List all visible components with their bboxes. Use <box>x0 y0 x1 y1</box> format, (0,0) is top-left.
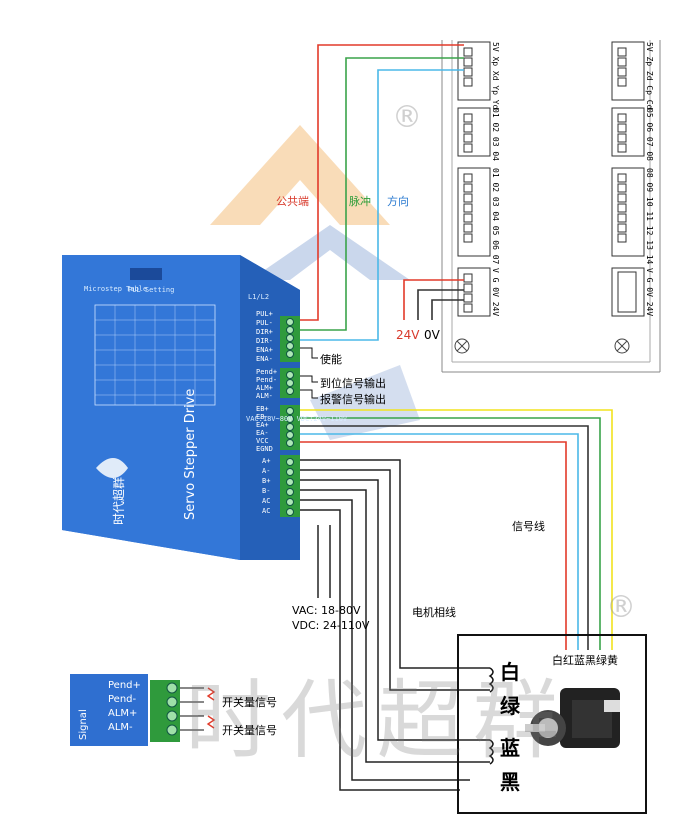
driver-brand: 时代超群 <box>112 476 126 525</box>
encoder-wire-colors-label: 白红蓝黑绿黄 <box>552 654 618 667</box>
signal-block-alm-plus: ALM+ <box>108 708 138 719</box>
pin-alm-plus: ALM+ <box>256 384 273 392</box>
pin-ac-1: AC <box>262 497 271 505</box>
signal-line-label: 信号线 <box>512 520 545 533</box>
pin-ena-plus: ENA+ <box>256 346 273 354</box>
blue-arrow-decor <box>250 225 410 280</box>
registered-mark-top: ® <box>392 100 422 135</box>
motor-coils <box>488 667 494 765</box>
setting-label: PUL Setting <box>128 286 175 294</box>
signal-block-pend-minus: Pend- <box>108 694 137 705</box>
pin-pend-minus: Pend- <box>256 376 278 384</box>
signal-block-title: Signal <box>78 709 89 740</box>
pin-a-plus: A+ <box>262 457 271 465</box>
phase-wires <box>300 459 490 791</box>
in-position-label: 到位信号输出 <box>320 377 386 390</box>
brand-logo <box>96 458 128 478</box>
blue-band-decor <box>310 365 420 440</box>
supply-wires <box>403 279 464 320</box>
supply-24v-label: 24V <box>396 328 420 342</box>
driver-l1l2: L1/L2 <box>248 293 270 301</box>
pin-pul-minus: PUL- <box>256 319 273 327</box>
controller-power-right: V G 0V 24V <box>645 268 654 317</box>
pin-ac-2: AC <box>262 507 271 515</box>
pin-pul-plus: PUL+ <box>256 310 273 318</box>
controller-inputs-2: 08 09 10 11 12 13 14 <box>645 168 654 265</box>
vdc-label: VDC: 24-110V <box>292 619 370 632</box>
pin-b-plus: B+ <box>262 477 271 485</box>
switch-signal-label-1: 开关量信号 <box>222 696 277 709</box>
vac-label: VAC: 18-80V <box>292 604 361 617</box>
pin-egnd: EGND <box>256 445 273 453</box>
signal-leads <box>300 347 318 399</box>
driver-power-note: VAC:18V~80V VDC:24V~110V <box>246 415 348 423</box>
pin-eb-minus: EB- <box>256 413 269 421</box>
pulse-label: 脉冲 <box>349 195 371 208</box>
driver-face <box>62 255 240 560</box>
pin-eb-plus: EB+ <box>256 405 269 413</box>
motor-phase-line-label: 电机相线 <box>412 606 456 619</box>
pin-ena-minus: ENA- <box>256 355 273 363</box>
switch-signal-label-2: 开关量信号 <box>222 724 277 737</box>
signal-block-pend-plus: Pend+ <box>108 680 141 691</box>
switch-signal-brackets <box>206 687 216 729</box>
signal-block-leads <box>180 687 204 731</box>
pin-ea-minus: EA- <box>256 429 269 437</box>
motor-box <box>457 634 647 814</box>
encoder-wires <box>300 409 613 650</box>
pin-alm-minus: ALM- <box>256 392 273 400</box>
pin-dir-plus: DIR+ <box>256 328 273 336</box>
watermark-brand: 时代超群 <box>185 671 569 771</box>
controller-header-left: 5V Xp Xd Yp Yd <box>491 42 500 110</box>
pin-pend-plus: Pend+ <box>256 368 278 376</box>
controller-outputs-2: 05 06 07 08 <box>645 108 654 161</box>
orange-arrow-decor <box>210 125 390 225</box>
pin-ea-plus: EA+ <box>256 421 269 429</box>
microstep-grid <box>95 305 215 405</box>
servo-motor-image <box>525 688 620 748</box>
pin-b-minus: B- <box>262 487 271 495</box>
controller-power-left: V G 0V 24V <box>491 268 500 317</box>
dip-switch <box>130 268 162 280</box>
phase-green-label: 绿 <box>500 694 520 718</box>
controller-board <box>441 40 661 373</box>
terminal-screws <box>286 318 294 516</box>
pin-vcc: VCC <box>256 437 269 445</box>
signal-block-body <box>70 674 148 746</box>
common-label: 公共端 <box>276 195 309 208</box>
supply-0v-label: 0V <box>424 328 440 342</box>
controller-header-right: 5V Zp Zd Cp Cd <box>645 42 654 110</box>
phase-white-label: 白 <box>500 660 520 684</box>
microstep-label: Microstep Table <box>84 285 148 293</box>
controller-inputs-1: 01 02 03 04 05 06 07 <box>491 168 500 265</box>
registered-mark-bottom: ® <box>606 590 636 625</box>
direction-label: 方向 <box>387 195 409 208</box>
controller-outputs-1: 01 02 03 04 <box>491 108 500 161</box>
alarm-label: 报警信号输出 <box>320 393 386 406</box>
enable-label: 使能 <box>320 353 342 366</box>
pin-dir-minus: DIR- <box>256 337 273 345</box>
phase-blue-label: 蓝 <box>500 736 520 760</box>
signal-block-screws <box>166 682 178 736</box>
driver-title: Servo Stepper Drive <box>183 388 198 520</box>
pin-a-minus: A- <box>262 467 271 475</box>
phase-black-label: 黑 <box>500 770 520 794</box>
signal-block-alm-minus: ALM- <box>108 722 133 733</box>
control-wires <box>300 44 464 341</box>
